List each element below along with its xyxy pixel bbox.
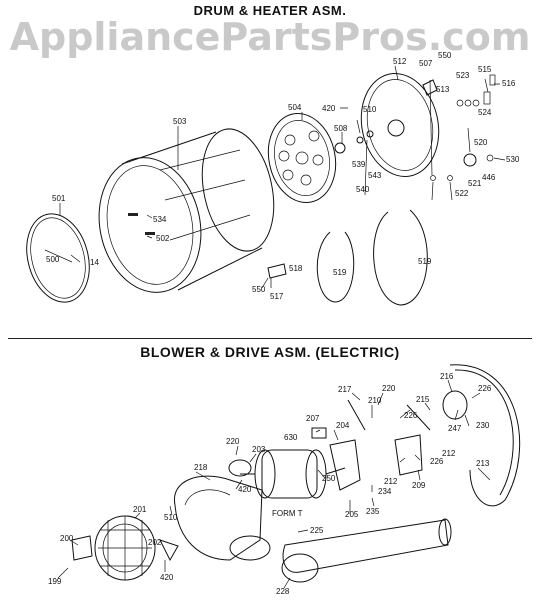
callout-630: 630 xyxy=(284,433,298,442)
callout-534: 534 xyxy=(153,215,167,224)
clip-part xyxy=(267,263,287,279)
callout-420: 420 xyxy=(322,104,336,113)
heater-coil-part xyxy=(316,231,355,303)
callout-543: 543 xyxy=(368,171,382,180)
callout-218: 218 xyxy=(194,463,208,472)
callout-213: 213 xyxy=(476,459,490,468)
watermark: AppliancePartsPros.com xyxy=(9,15,531,59)
callout-550b: 550 xyxy=(252,285,266,294)
callout-217: 217 xyxy=(338,385,352,394)
callout-209: 209 xyxy=(412,481,426,490)
callout-508: 508 xyxy=(334,124,348,133)
blower-section: 217 220 210 216 226 215 226 230 247 207 … xyxy=(48,364,521,596)
exhaust-duct-part xyxy=(281,518,452,583)
callout-523: 523 xyxy=(456,71,470,80)
callout-513: 513 xyxy=(436,85,450,94)
callout-504: 504 xyxy=(288,103,302,112)
callout-220b: 220 xyxy=(226,437,240,446)
callout-203: 203 xyxy=(252,445,266,454)
callout-234: 234 xyxy=(378,487,392,496)
callout-503: 503 xyxy=(173,117,187,126)
switch-part xyxy=(311,427,327,439)
heater-coil-part xyxy=(373,209,428,306)
callout-512: 512 xyxy=(393,57,407,66)
callout-201: 201 xyxy=(133,505,147,514)
bracket-part xyxy=(422,79,438,96)
callout-501: 501 xyxy=(52,194,66,203)
callout-507: 507 xyxy=(419,59,433,68)
idler-bracket-part xyxy=(394,434,423,476)
callout-226b: 226 xyxy=(404,411,418,420)
callout-235: 235 xyxy=(366,507,380,516)
drum-callouts: 503 501 500 14 534 502 504 508 539 540 5… xyxy=(46,51,520,301)
blower-pulley-part xyxy=(159,539,179,562)
callout-420b: 420 xyxy=(160,573,174,582)
callout-212: 212 xyxy=(442,449,456,458)
drum-heater-title: DRUM & HEATER ASM. xyxy=(193,3,347,18)
callout-205: 205 xyxy=(345,510,359,519)
callout-446: 446 xyxy=(482,173,496,182)
callout-204: 204 xyxy=(336,421,350,430)
callout-502: 502 xyxy=(156,234,170,243)
callout-199: 199 xyxy=(48,577,62,586)
callout-519a: 519 xyxy=(333,268,347,277)
callout-510: 510 xyxy=(164,513,178,522)
callout-516: 516 xyxy=(502,79,516,88)
callout-500: 500 xyxy=(46,255,60,264)
idler-part xyxy=(463,153,477,167)
callout-215: 215 xyxy=(416,395,430,404)
heater-housing-part xyxy=(360,73,440,177)
callout-510: 510 xyxy=(363,105,377,114)
callout-540: 540 xyxy=(356,185,370,194)
callout-200: 200 xyxy=(60,534,74,543)
callout-228: 228 xyxy=(276,587,290,596)
blower-callouts: 217 220 210 216 226 215 226 230 247 207 … xyxy=(48,372,492,596)
callout-220: 220 xyxy=(382,384,396,393)
callout-247: 247 xyxy=(448,424,462,433)
blower-drive-title: BLOWER & DRIVE ASM. (ELECTRIC) xyxy=(140,344,400,360)
idler-pulley-part xyxy=(442,390,468,420)
motor-bracket-part xyxy=(329,439,361,491)
roller-part xyxy=(334,142,346,154)
callout-210: 210 xyxy=(368,396,382,405)
blower-wheel-part xyxy=(94,515,156,581)
callout-216: 216 xyxy=(440,372,454,381)
callout-225: 225 xyxy=(310,526,324,535)
section-divider xyxy=(8,338,532,339)
callout-521: 521 xyxy=(468,179,482,188)
callout-522: 522 xyxy=(455,189,469,198)
callout-230: 230 xyxy=(476,421,490,430)
drive-belt-part xyxy=(449,364,521,507)
callout-524: 524 xyxy=(478,108,492,117)
callout-515: 515 xyxy=(478,65,492,74)
callout-250: 250 xyxy=(322,474,336,483)
callout-520: 520 xyxy=(474,138,488,147)
drum-part xyxy=(98,128,275,293)
callout-550: 550 xyxy=(438,51,452,60)
callout-517: 517 xyxy=(270,292,284,301)
form-t-label: FORM T xyxy=(272,509,303,518)
thermostat-part xyxy=(228,459,252,477)
drum-section: 503 501 500 14 534 502 504 508 539 540 5… xyxy=(26,51,520,306)
callout-226c: 226 xyxy=(430,457,444,466)
door-seal-part xyxy=(26,213,90,303)
callout-14: 14 xyxy=(90,258,99,267)
blower-housing-part xyxy=(174,475,271,561)
bracket-part xyxy=(71,535,93,561)
callout-420: 420 xyxy=(238,485,252,494)
callout-539: 539 xyxy=(352,160,366,169)
callout-530: 530 xyxy=(506,155,520,164)
callout-519b: 519 xyxy=(418,257,432,266)
spring-part xyxy=(347,399,366,431)
callout-518: 518 xyxy=(289,264,303,273)
callout-226: 226 xyxy=(478,384,492,393)
rear-bulkhead-part xyxy=(267,112,337,204)
callout-202: 202 xyxy=(148,538,162,547)
callout-212b: 212 xyxy=(384,477,398,486)
callout-207: 207 xyxy=(306,414,320,423)
